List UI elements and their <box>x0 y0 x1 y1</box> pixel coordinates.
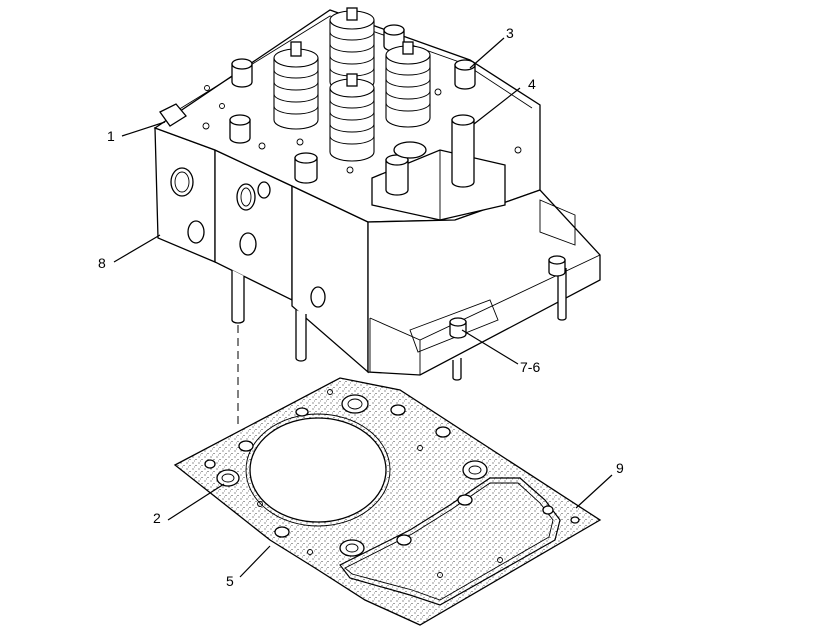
head-bolt <box>231 58 253 88</box>
valve-spring <box>329 7 375 92</box>
head-bolt <box>229 114 251 144</box>
head-bolt <box>294 152 318 184</box>
callout-5: 5 <box>226 573 234 589</box>
callout-8: 8 <box>98 255 106 271</box>
head-bolt <box>548 255 566 277</box>
callout-1: 1 <box>107 128 115 144</box>
head-bolt <box>449 317 467 339</box>
callout-9: 9 <box>616 460 624 476</box>
head-gasket <box>173 377 602 626</box>
callout-3: 3 <box>506 25 514 41</box>
head-bolt <box>454 59 476 90</box>
callout-2: 2 <box>153 510 161 526</box>
head-bolt <box>385 154 409 196</box>
valve-spring <box>385 41 431 128</box>
leader-lines <box>113 37 613 578</box>
valve-spring <box>273 41 319 130</box>
callout-7-6: 7-6 <box>520 359 540 375</box>
head-bolt <box>451 114 475 188</box>
valve-spring <box>329 73 375 162</box>
callout-4: 4 <box>528 76 536 92</box>
cylinder-head <box>153 7 601 381</box>
